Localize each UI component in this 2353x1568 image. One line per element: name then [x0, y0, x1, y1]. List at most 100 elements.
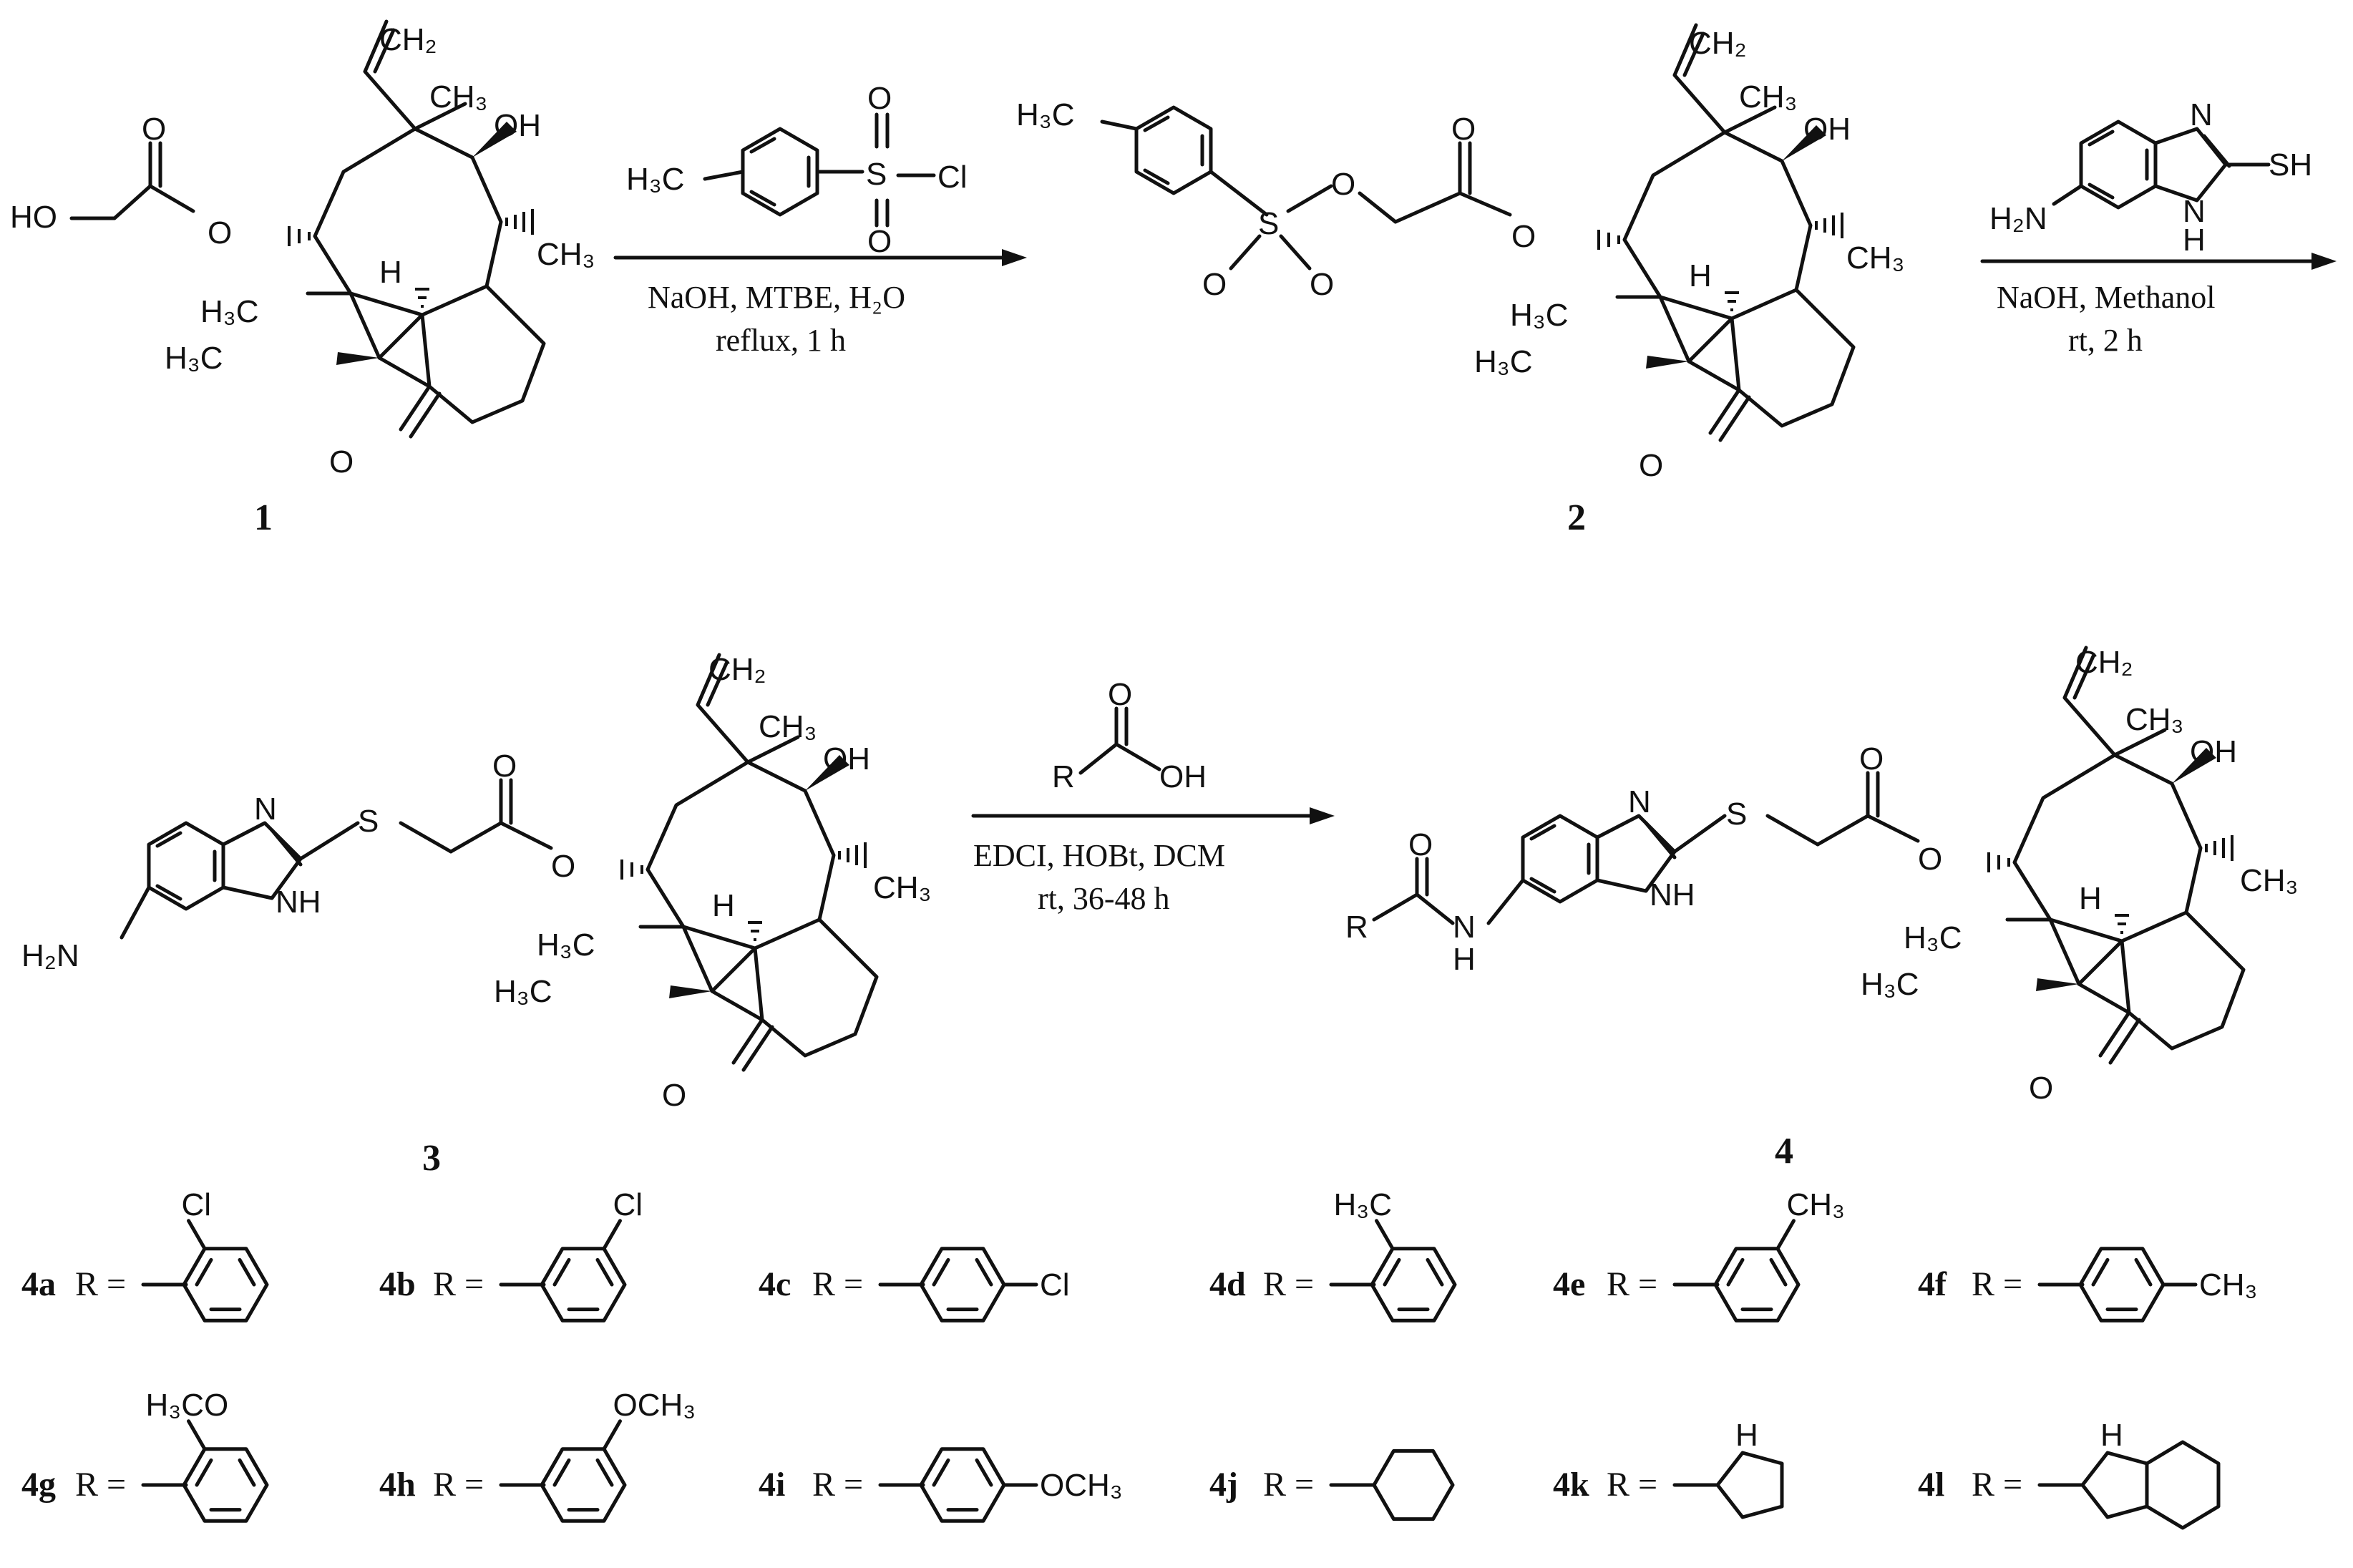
ch3-label: CH₃	[873, 870, 931, 905]
oh-label: OH	[1803, 112, 1851, 147]
ester-o-label: O	[1918, 842, 1942, 877]
r-equals: R =	[75, 1466, 126, 1504]
compound-1: HO O O CH₂ CH₃ OH CH₃ H₃C H₃C H O 1	[10, 21, 595, 538]
r-equals: R =	[433, 1466, 484, 1504]
acid-o-label: O	[1108, 677, 1132, 712]
five-member-ring	[2080, 1451, 2149, 1519]
r-group-id: 4b	[379, 1265, 416, 1303]
n-label: N	[2190, 97, 2213, 132]
r-group-id: 4f	[1918, 1265, 1947, 1303]
nh-label: NH	[1650, 877, 1695, 912]
r-equals: R =	[1607, 1265, 1657, 1303]
r-group-id: 4a	[21, 1265, 56, 1303]
step1-time: reflux, 1 h	[716, 323, 846, 358]
substituent-label: H₃CO	[146, 1388, 229, 1423]
step3-time: rt, 36-48 h	[1038, 881, 1170, 916]
reaction-step-2: N SH N H H₂N NaOH, Methanol rt, 2 h	[1980, 97, 2337, 358]
h3c-label: H₃C	[626, 162, 684, 197]
ch3-label: CH₃	[759, 709, 817, 744]
compound-number: 2	[1567, 497, 1586, 538]
ketone-o-label: O	[329, 444, 354, 479]
sulfonyl-o-label: O	[1310, 267, 1334, 302]
r-equals: R =	[812, 1265, 863, 1303]
r-group-4j: 4j R =	[1209, 1448, 1455, 1521]
compound-4: N NH S O O O R N H CH₂ CH₃ OH CH₃ H₃C H₃…	[1345, 645, 2298, 1172]
ch2-label: CH₂	[708, 652, 766, 687]
oh-label: OH	[494, 108, 541, 143]
reaction-step-3: R O OH EDCI, HOBt, DCM rt, 36-48 h	[971, 677, 1335, 916]
sulfonyl-o-label: O	[1202, 267, 1227, 302]
r-label: R	[1052, 759, 1075, 794]
oh-label: OH	[1159, 759, 1207, 794]
benzene-ring	[1713, 1247, 1801, 1323]
compound-number: 3	[422, 1138, 441, 1179]
substituent-label: CH₃	[2199, 1267, 2257, 1302]
r-group-4a: 4a R = Cl	[21, 1187, 269, 1323]
nh-label: NH	[276, 885, 321, 920]
benzene-ring	[540, 1247, 627, 1323]
ch3-label: CH₃	[429, 79, 487, 115]
h3c-label: H₃C	[1904, 920, 1962, 955]
h2n-label: H₂N	[21, 938, 79, 973]
sulfur-label: S	[1258, 206, 1279, 241]
step3-conditions: EDCI, HOBt, DCM	[973, 838, 1225, 873]
r-group-id: 4c	[759, 1265, 791, 1303]
ketone-o-label: O	[2029, 1071, 2053, 1106]
h3c-label: H₃C	[165, 341, 223, 376]
h-label: H	[712, 888, 735, 923]
h-label: H	[2079, 881, 2102, 916]
r-equals: R =	[75, 1265, 126, 1303]
r-group-id: 4j	[1209, 1466, 1238, 1504]
nh-h-label: H	[2183, 223, 2206, 258]
ketone-o-label: O	[662, 1078, 686, 1113]
thioether-s-label: S	[1726, 797, 1747, 832]
h3c-label: H₃C	[1510, 298, 1568, 333]
r-group-id: 4h	[379, 1466, 416, 1504]
h3c-label: H₃C	[1474, 344, 1532, 379]
step2-conditions: NaOH, Methanol	[1997, 280, 2216, 315]
nh-h-label: H	[1735, 1418, 1758, 1453]
ch3-label: CH₃	[2125, 702, 2183, 737]
r-group-id: 4d	[1209, 1265, 1246, 1303]
n-label: N	[254, 792, 277, 827]
ch2-label: CH₂	[1689, 26, 1747, 61]
amide-h-label: H	[1453, 942, 1476, 977]
r-equals: R =	[433, 1265, 484, 1303]
compound-3: N NH S O O H₂N CH₂ CH₃ OH CH₃ H₃C H₃C H …	[21, 652, 931, 1179]
carbonyl-o-label: O	[142, 112, 166, 147]
ch2-label: CH₂	[379, 22, 437, 57]
nh-label: N	[2183, 194, 2206, 229]
oh-label: OH	[2190, 734, 2237, 769]
ho-label: HO	[10, 200, 57, 235]
r-equals: R =	[1972, 1265, 2022, 1303]
r-group-id: 4l	[1918, 1466, 1944, 1504]
carbonyl-o-label: O	[1859, 741, 1884, 776]
cl-label: Cl	[937, 160, 968, 195]
substituent-label: CH₃	[1787, 1187, 1845, 1222]
sh-label: SH	[2269, 147, 2312, 182]
step2-time: rt, 2 h	[2068, 323, 2143, 358]
r-group-id: 4k	[1553, 1466, 1589, 1504]
nh-h-label: H	[2100, 1418, 2123, 1453]
ch3-label: CH₃	[2240, 863, 2298, 898]
carbonyl-o-label: O	[492, 749, 517, 784]
r-equals: R =	[812, 1466, 863, 1504]
r-equals: R =	[1972, 1466, 2022, 1504]
ester-o-label: O	[1511, 219, 1536, 254]
substituent-label: Cl	[182, 1187, 212, 1222]
h-label: H	[379, 255, 402, 290]
r-equals: R =	[1263, 1265, 1314, 1303]
sulfonyl-o-label: O	[867, 224, 892, 259]
substituent-label: Cl	[1040, 1267, 1070, 1302]
h-label: H	[1689, 258, 1712, 293]
r-label: R	[1345, 910, 1368, 945]
r-equals: R =	[1263, 1466, 1314, 1504]
